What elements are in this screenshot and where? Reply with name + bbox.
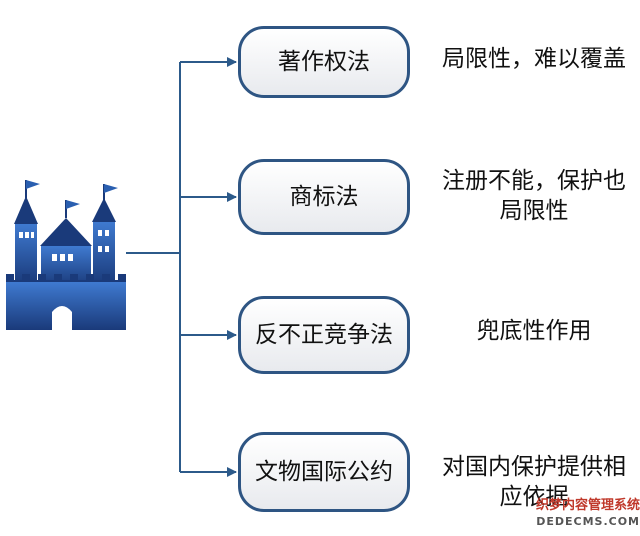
- node-copyright-law: 著作权法: [238, 26, 410, 98]
- watermark: 织梦内容管理系统 DEDECMS.COM: [500, 498, 640, 530]
- note-cultural-relics-conventions: 对国内保护提供相应依据: [442, 454, 626, 510]
- node-cultural-relics-conventions: 文物国际公约: [238, 432, 410, 512]
- note-trademark-law: 注册不能，保护也局限性: [442, 168, 626, 224]
- node-anti-unfair-competition-law: 反不正竞争法: [238, 296, 410, 374]
- castle-icon: [6, 180, 126, 330]
- connector-lines: [126, 57, 237, 477]
- node-label: 著作权法: [278, 49, 370, 75]
- node-label: 文物国际公约: [255, 459, 393, 485]
- watermark-line1: 织梦内容管理系统: [535, 498, 640, 513]
- node-label: 商标法: [289, 184, 359, 210]
- note-copyright-law: 局限性，难以覆盖: [442, 46, 626, 72]
- note-anti-unfair-competition-law: 兜底性作用: [476, 318, 592, 344]
- node-label: 反不正竞争法: [255, 322, 393, 348]
- watermark-line2: DEDECMS.COM: [536, 515, 640, 528]
- node-trademark-law: 商标法: [238, 159, 410, 235]
